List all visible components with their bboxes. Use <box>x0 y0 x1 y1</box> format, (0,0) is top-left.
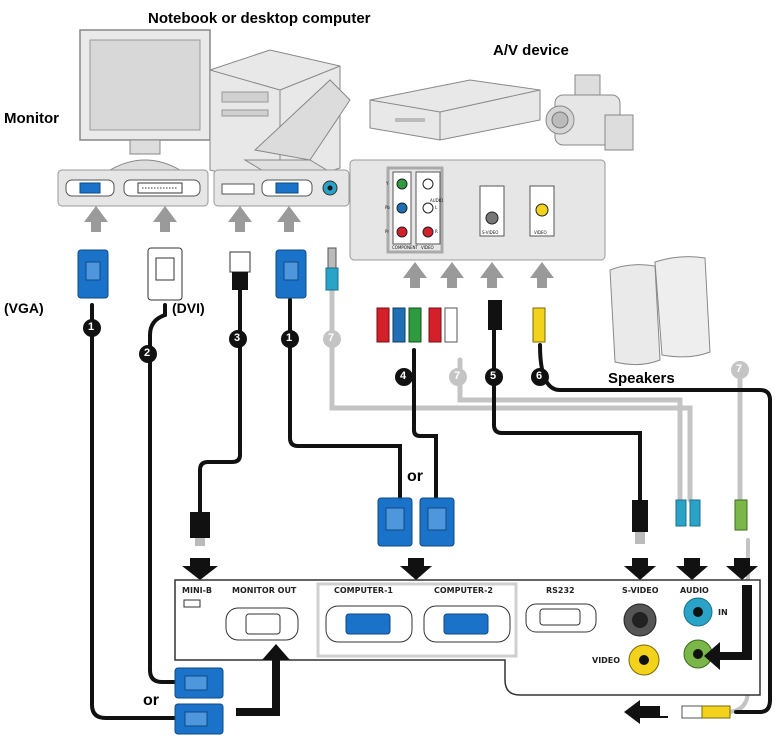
av-device-label: A/V device <box>493 42 569 59</box>
downward-arrows <box>182 558 758 580</box>
badge-7c: 7 <box>736 363 743 375</box>
av-label-video: VIDEO <box>421 245 434 250</box>
mini-b-plug <box>190 512 210 546</box>
av-label-r: R <box>435 229 438 234</box>
av-label-pr: Pr <box>385 229 389 234</box>
vga-label: (VGA) <box>4 300 44 316</box>
audio-plugs-bottom <box>675 499 748 531</box>
badge-4: 4 <box>400 370 407 382</box>
computer-port-panel <box>213 169 350 207</box>
vga-plugs-bottom <box>174 667 224 735</box>
upward-arrows <box>84 206 554 288</box>
port-label-mini-b: MINI-B <box>182 586 213 595</box>
speakers-label: Speakers <box>608 370 675 387</box>
vga-plug-computer <box>275 249 307 299</box>
usb-plug <box>229 251 251 290</box>
dvi-label: (DVI) <box>172 300 205 316</box>
av-port-panel <box>349 159 606 261</box>
badge-6: 6 <box>536 370 543 382</box>
port-label-monitor-out: MONITOR OUT <box>232 586 297 595</box>
port-label-video: VIDEO <box>592 656 621 665</box>
av-label-audio: AUDIO <box>430 198 444 203</box>
vga-plug-monitor <box>77 249 109 299</box>
av-label-y: Y <box>386 181 389 186</box>
vga-plug-pair <box>377 497 455 547</box>
port-label-s-video: S-VIDEO <box>622 586 659 595</box>
av-label-s-video: S-VIDEO <box>482 230 499 235</box>
camcorder-illustration <box>545 74 634 151</box>
port-label-rs232: RS232 <box>546 586 575 595</box>
projector-back-panel <box>174 579 761 696</box>
badge-5: 5 <box>490 370 497 382</box>
port-label-in: IN <box>718 608 728 617</box>
monitor-illustration <box>79 29 211 179</box>
monitor-label: Monitor <box>4 110 59 127</box>
component-rca-plugs <box>376 300 546 343</box>
badge-1a: 1 <box>88 321 95 333</box>
badge-7a: 7 <box>328 332 335 344</box>
s-video-plug-bottom <box>632 500 648 544</box>
av-label-l: L <box>435 205 438 210</box>
audio-plug-top <box>325 247 339 291</box>
rca-yellow-plug-bottom <box>681 705 731 719</box>
port-label-computer-2: COMPUTER-2 <box>434 586 493 595</box>
badge-7b: 7 <box>454 370 461 382</box>
computer-label: Notebook or desktop computer <box>148 10 371 27</box>
badge-1b: 1 <box>286 332 293 344</box>
av-label-pb: Pb <box>385 205 390 210</box>
or-label-top: or <box>407 468 423 485</box>
av-player-illustration <box>369 79 541 141</box>
badge-3: 3 <box>234 332 241 344</box>
av-label-component: COMPONENT <box>392 245 418 250</box>
computer-illustration <box>209 49 351 189</box>
av-label-video2: VIDEO <box>534 230 547 235</box>
dvi-plug <box>147 247 183 301</box>
elbow-arrows <box>236 585 752 724</box>
monitor-port-panel <box>57 169 209 207</box>
speakers-illustration <box>609 256 711 366</box>
port-label-audio: AUDIO <box>680 586 709 595</box>
port-label-computer-1: COMPUTER-1 <box>334 586 393 595</box>
badge-2: 2 <box>144 347 151 359</box>
or-label-bottom: or <box>143 692 159 709</box>
cable-number-badges <box>83 319 749 386</box>
